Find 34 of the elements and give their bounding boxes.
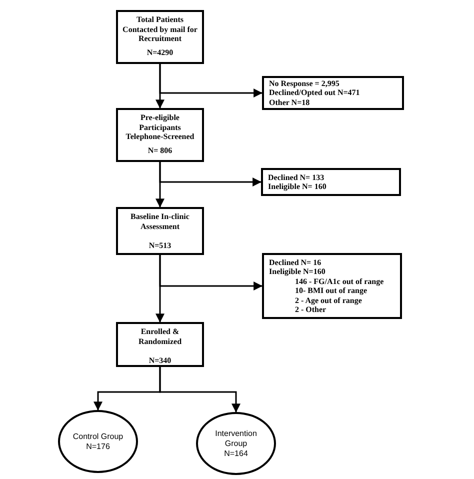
exclusion-text: 2 - Other (294, 305, 328, 314)
step-title: Pre-eligible Participants Telephone-Screened (124, 113, 196, 142)
step-title: Enrolled & Randomized (137, 327, 183, 346)
process-box (116, 207, 204, 255)
exclusion-text: Ineligible N=160 (269, 267, 326, 276)
exclusion-box (261, 168, 401, 196)
exclusion-text: 146 - FG/A1c out of range (294, 276, 385, 286)
exclusion-text: Other N=18 (269, 98, 311, 108)
exclusion-text: Declined N= 133 (268, 172, 326, 182)
exclusion-text: No Response = 2,995 (269, 78, 340, 88)
step-count: N=513 (148, 241, 172, 250)
exclusion-box (262, 76, 404, 110)
exclusion-text: Ineligible N= 160 (268, 182, 328, 192)
process-box (116, 10, 204, 64)
step-title: Baseline In-clinic Assessment (130, 212, 190, 231)
exclusion-text: Declined/Opted out N=471 (269, 88, 361, 98)
step-title: Total Patients Contacted by mail for Recruitment (122, 15, 198, 44)
exclusion-text: 2 - Age out of range (294, 296, 363, 305)
exclusion-text: 10- BMI out of range (294, 286, 368, 296)
process-box (116, 322, 204, 367)
step-count: N= 806 (148, 146, 172, 155)
arrow (159, 162, 262, 186)
arrow (159, 64, 263, 98)
step-count: N=340 (148, 356, 172, 366)
step-count: N=4290 (146, 48, 174, 57)
process-box (116, 108, 204, 162)
exclusion-box (262, 253, 402, 319)
arrow (159, 255, 263, 290)
group-label: N=164 (224, 448, 248, 458)
group-label: Intervention Group (214, 428, 258, 448)
arrow (159, 367, 240, 413)
group-label: Control Group (72, 432, 124, 442)
exclusion-text: Declined N= 16 (269, 258, 322, 267)
group-label: N=176 (86, 442, 110, 452)
